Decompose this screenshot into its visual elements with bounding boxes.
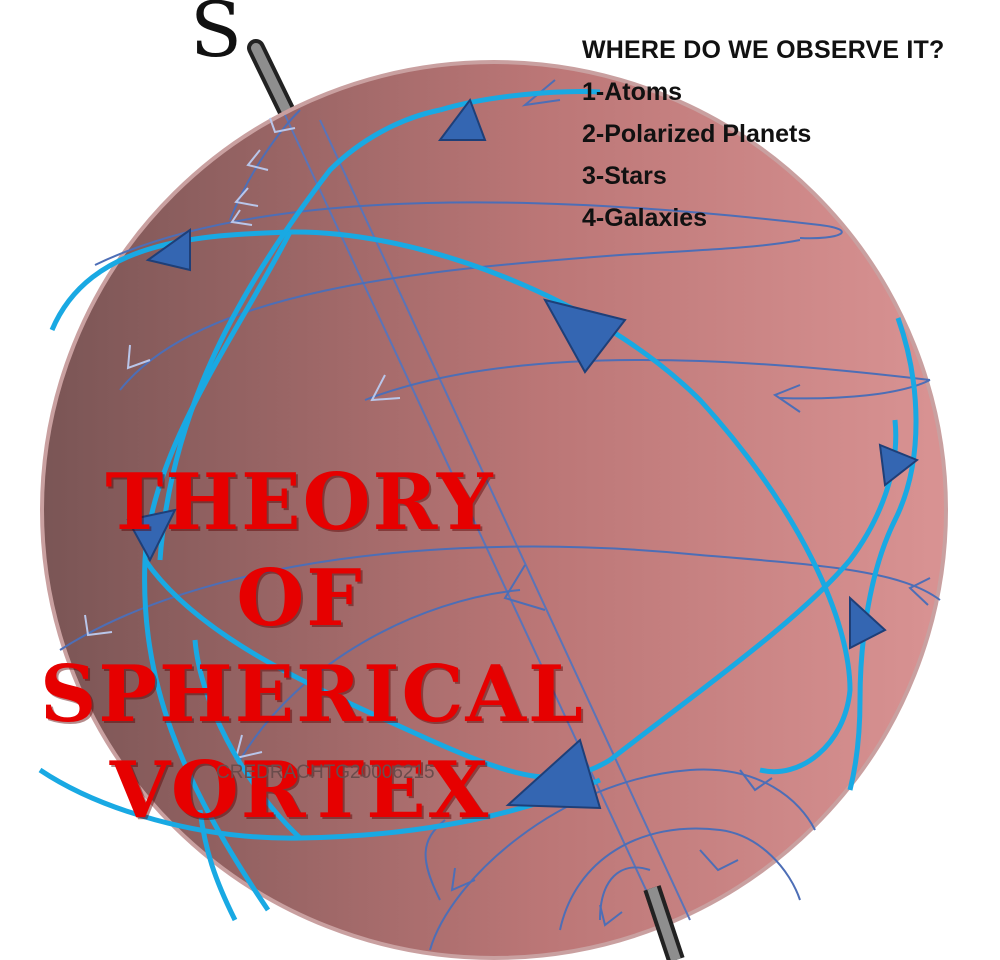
observation-list: WHERE DO WE OBSERVE IT? 1-Atoms 2-Polari… <box>582 36 945 239</box>
observation-item-galaxies: 4-Galaxies <box>582 204 708 232</box>
north-axis-rod <box>247 39 299 127</box>
south-axis-rod <box>643 885 685 960</box>
observation-item-planets: 2-Polarized Planets <box>582 120 812 148</box>
thin-arrowheads <box>450 79 931 927</box>
title-line-3: VORTEX <box>109 745 491 836</box>
observation-item-stars: 3-Stars <box>582 162 667 190</box>
title-line-2: SPHERICAL <box>40 649 585 740</box>
observation-heading: WHERE DO WE OBSERVE IT? <box>582 36 945 64</box>
observation-item-atoms: 1-Atoms <box>582 78 683 106</box>
sphere <box>40 60 948 960</box>
axis-lines <box>284 114 691 921</box>
credit-text: CREDRACHTG20006215 <box>216 762 435 783</box>
flow-arrowheads <box>126 97 919 810</box>
thin-field-lines <box>59 109 941 951</box>
pole-label: S <box>190 0 243 74</box>
title-line-1: THEORY OF <box>105 457 495 644</box>
diagram-title: THEORY OF SPHERICAL VORTEX <box>40 455 585 839</box>
